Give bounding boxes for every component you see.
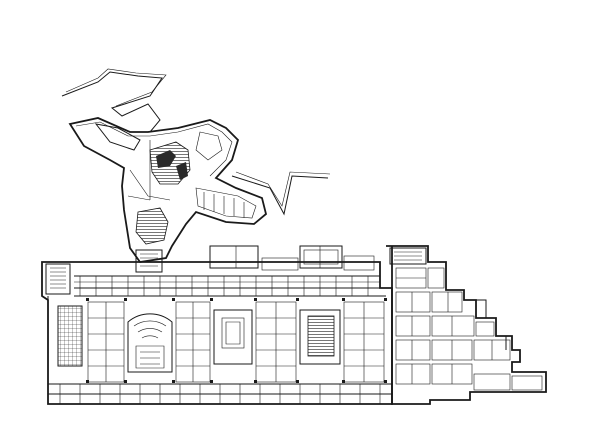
tower-wing (61, 68, 331, 273)
stepped-east-wing (386, 245, 547, 405)
main-block (41, 245, 393, 405)
